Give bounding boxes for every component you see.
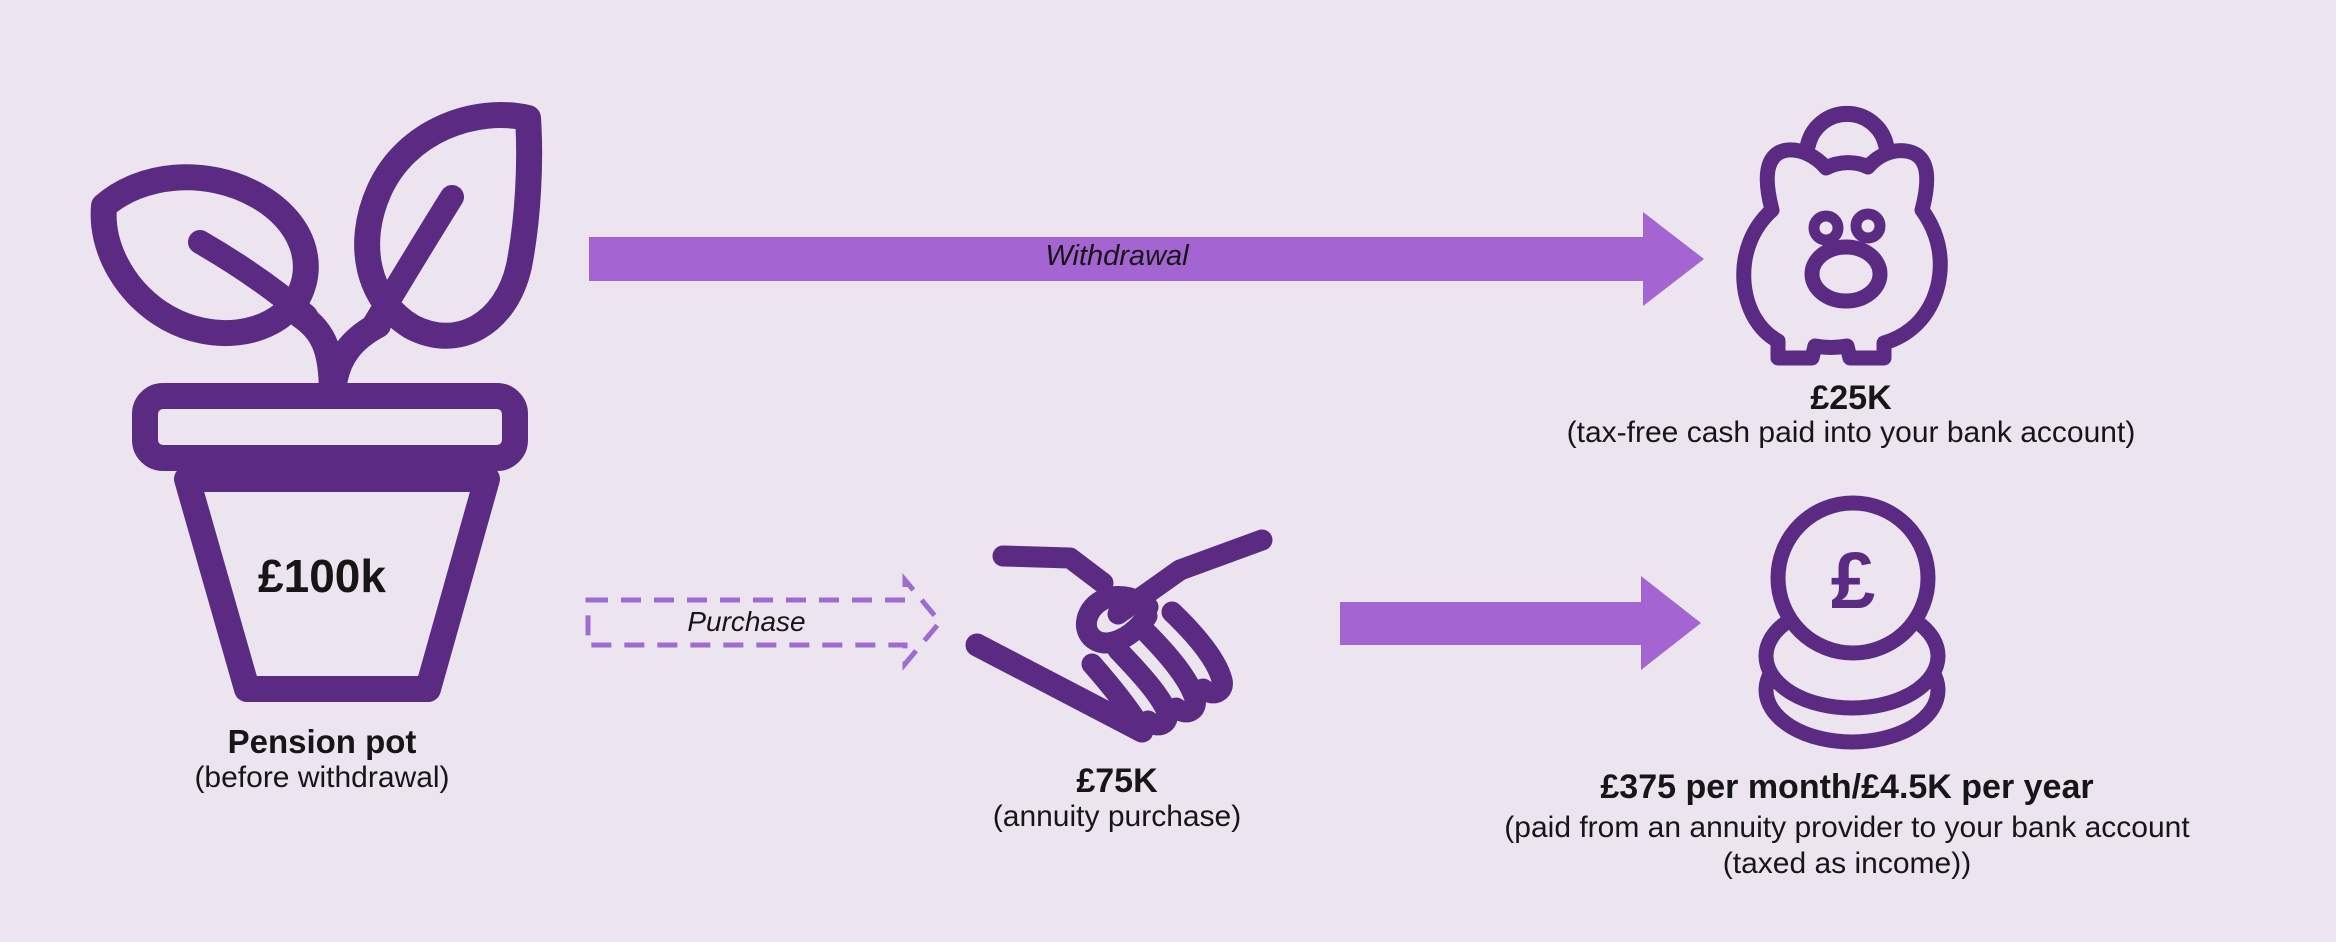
pension-pot-title: Pension pot [227,723,417,760]
withdrawal-arrow-label: Withdrawal [1045,240,1189,272]
annuity-income-description-line1: (paid from an annuity provider to your b… [1504,811,2190,844]
annuity-income-description: (paid from an annuity provider to your b… [1447,810,2247,882]
withdrawal-amount: £25K [1810,379,1892,417]
pound-symbol: £ [1831,536,1876,625]
piggy-bank-icon [1736,105,1948,366]
purchase-arrow-label: Purchase [687,606,806,637]
withdrawal-description: (tax-free cash paid into your bank accou… [1566,416,2136,449]
pension-pot-amount: £100k [258,550,386,602]
withdrawal-arrow [589,212,1704,306]
annuity-arrow [1340,576,1701,670]
annuity-purchase-description: (annuity purchase) [992,800,1242,833]
annuity-income-description-line2: (taxed as income)) [1722,847,1972,880]
annuity-purchase-amount: £75K [1076,762,1158,800]
handshake-icon [965,529,1273,743]
purchase-arrow [585,573,944,671]
plant-pot-icon [90,102,543,702]
coins-icon: £ [1758,495,1946,750]
pension-pot-subtitle: (before withdrawal) [194,761,450,794]
annuity-income-amount: £375 per month/£4.5K per year [1600,768,2094,806]
